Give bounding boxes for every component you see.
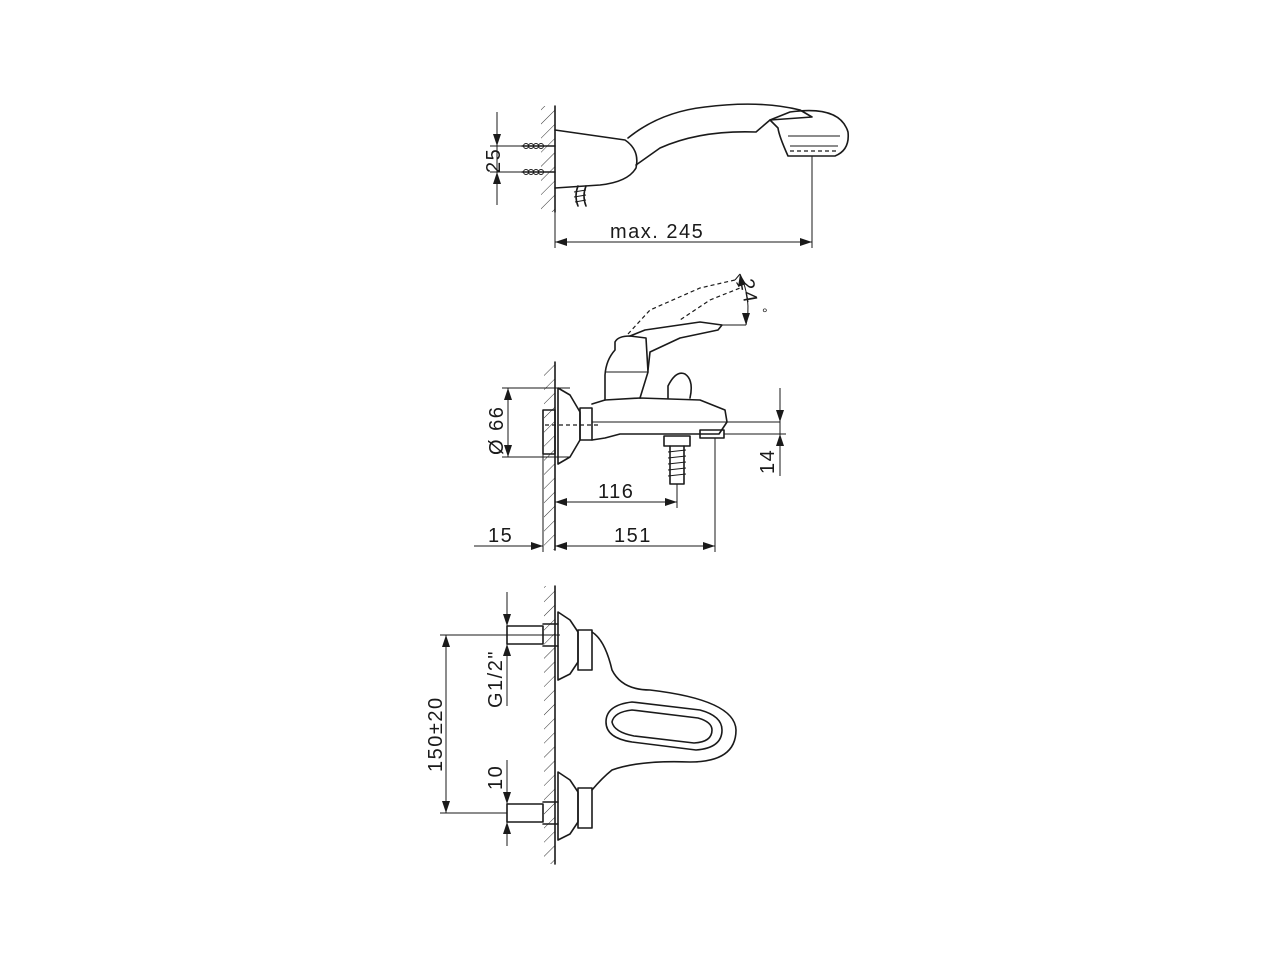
wall-hatch-front xyxy=(544,586,555,864)
dim-shower-offset-label: 25 xyxy=(483,148,505,173)
dim-shower-length: max. 245 xyxy=(554,156,813,248)
dim-eccentric-offset-label: 10 xyxy=(485,765,507,790)
dim-spout-reach-label: 151 xyxy=(614,525,652,547)
cartridge-body xyxy=(604,335,649,401)
mixer-lever xyxy=(629,321,723,371)
dim-center-distance: 150±20 xyxy=(425,634,560,814)
upper-flange xyxy=(557,611,579,681)
lower-flange xyxy=(557,771,579,841)
dim-connection-thread: G1/2" xyxy=(485,592,511,708)
wall-screw-upper xyxy=(521,143,556,149)
wall-flange xyxy=(557,387,581,465)
dim-lever-angle-unit: ° xyxy=(762,305,769,321)
dim-eccentric-offset: 10 xyxy=(485,760,511,846)
diverter-knob xyxy=(667,372,692,399)
dim-lever-angle-label: 24 xyxy=(735,277,761,306)
lower-union-nut xyxy=(577,787,593,829)
wall-screw-lower xyxy=(521,169,556,175)
dim-connection-thread-label: G1/2" xyxy=(485,650,507,708)
upper-union-nut xyxy=(577,629,593,671)
lever-raised-outline xyxy=(627,279,741,335)
mixer-front-view: 150±20 G1/2" 10 xyxy=(425,585,737,865)
dim-shower-offset: 25 xyxy=(483,112,522,205)
mixer-side-view: 24 ° Ø 66 14 116 xyxy=(474,273,786,552)
shower-handle xyxy=(627,103,813,166)
dim-outlet-height: 14 xyxy=(724,388,786,476)
dim-spout-reach: 15 151 xyxy=(474,438,716,552)
dim-outlet-height-label: 14 xyxy=(757,449,779,474)
wall-hatch-top xyxy=(541,106,555,212)
mixer-lever-front xyxy=(605,701,723,751)
dim-spout-inner-reach-label: 116 xyxy=(598,481,634,503)
mixer-body xyxy=(591,397,728,441)
dim-flange-diameter-label: Ø 66 xyxy=(486,406,508,455)
dim-wall-offset-label: 15 xyxy=(488,525,513,547)
hose-nut xyxy=(663,435,691,447)
eccentric-connector xyxy=(542,409,556,455)
dim-spout-inner-reach: 116 xyxy=(555,481,678,508)
hand-shower-view: 25 max. 245 xyxy=(483,103,850,248)
wall-hatch-side xyxy=(544,362,555,550)
dim-center-distance-label: 150±20 xyxy=(425,696,447,772)
shower-head xyxy=(769,109,850,157)
dim-flange-diameter: Ø 66 xyxy=(486,387,570,458)
mixer-front-body xyxy=(591,631,737,791)
shower-bracket xyxy=(554,129,638,189)
dim-shower-length-label: max. 245 xyxy=(610,221,704,243)
dim-lever-angle: 24 ° xyxy=(722,273,769,326)
shower-hose xyxy=(575,185,587,207)
lower-eccentric xyxy=(506,803,544,823)
union-nut xyxy=(579,407,593,441)
